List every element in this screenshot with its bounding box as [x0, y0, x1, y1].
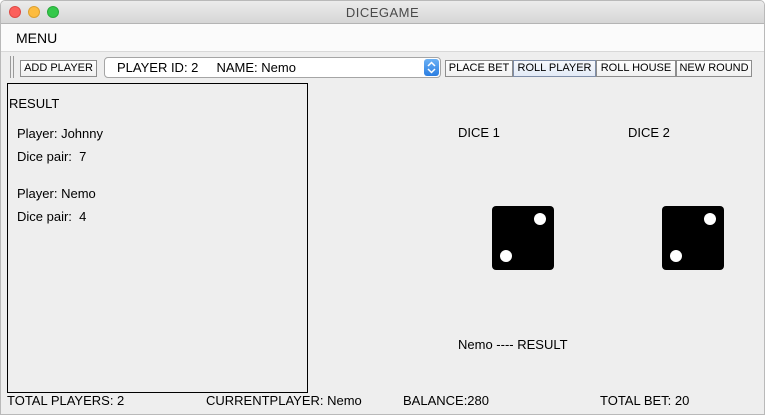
roll-house-button[interactable]: ROLL HOUSE: [596, 60, 676, 77]
maximize-window-button[interactable]: [47, 6, 59, 18]
window-title: DICEGAME: [345, 5, 420, 20]
result-dice-pair: Dice pair: 7: [17, 149, 87, 164]
dice-2-label: DICE 2: [628, 125, 670, 140]
toolbar-drag-handle[interactable]: [10, 56, 14, 78]
player-select[interactable]: PLAYER ID: 2 NAME: Nemo: [104, 57, 441, 78]
toolbar: ADD PLAYER PLAYER ID: 2 NAME: Nemo PLACE…: [1, 52, 764, 83]
die-pip: [704, 212, 717, 225]
result-heading: RESULT: [9, 96, 60, 111]
result-dice-pair: Dice pair: 4: [17, 209, 87, 224]
current-player-status: CURRENTPLAYER: Nemo: [206, 393, 362, 408]
dice-2-face: [662, 206, 724, 270]
updown-chevron-icon[interactable]: [424, 59, 439, 76]
dice-1-face: [492, 206, 554, 270]
die-pip: [534, 212, 547, 225]
add-player-button[interactable]: ADD PLAYER: [20, 60, 97, 77]
die-pip: [669, 249, 682, 262]
title-bar: DICEGAME: [1, 1, 764, 24]
roll-player-button[interactable]: ROLL PLAYER: [513, 60, 596, 77]
result-player-name: Player: Johnny: [17, 126, 103, 141]
result-panel: RESULT Player: Johnny Dice pair: 7 Playe…: [7, 83, 308, 393]
die-pip: [499, 249, 512, 262]
place-bet-button[interactable]: PLACE BET: [445, 60, 513, 77]
round-result-text: Nemo ---- RESULT: [458, 337, 568, 352]
menu-bar: MENU: [1, 24, 764, 52]
total-players-status: TOTAL PLAYERS: 2: [7, 393, 125, 408]
menu-item-menu[interactable]: MENU: [16, 30, 58, 46]
player-select-value: PLAYER ID: 2 NAME: Nemo: [117, 60, 296, 75]
minimize-window-button[interactable]: [28, 6, 40, 18]
close-window-button[interactable]: [9, 6, 21, 18]
total-bet-status: TOTAL BET: 20: [600, 393, 690, 408]
balance-status: BALANCE:280: [403, 393, 489, 408]
result-player-name: Player: Nemo: [17, 186, 96, 201]
dice-1-label: DICE 1: [458, 125, 500, 140]
new-round-button[interactable]: NEW ROUND: [676, 60, 752, 77]
